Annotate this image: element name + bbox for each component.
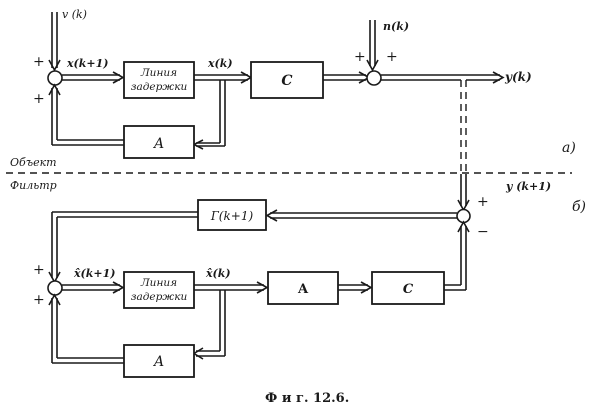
filter-C-label: C: [403, 282, 414, 297]
noise-n-arrow: [366, 20, 379, 72]
sum2-sign-left: +: [354, 49, 366, 65]
object-section: v (k) + + x(k+1) Линия задержки x(k) C: [10, 8, 576, 174]
sum2-sign-right: +: [386, 49, 398, 65]
input-v-arrow: [48, 12, 61, 72]
estimate-arrow: [194, 281, 269, 294]
object-delay-label-2: задержки: [131, 81, 188, 93]
gain-to-sum-path: [48, 211, 198, 284]
filter-section: Фильтр y (k+1) б) + − Г(k+1): [10, 174, 586, 378]
estimate-label: x̂(k): [205, 267, 231, 280]
filter-delay-label-1: Линия: [140, 277, 177, 289]
filter-A-feedback-block: [123, 344, 195, 378]
filter-feedback-path: [192, 290, 226, 360]
filter-section-label: Фильтр: [10, 179, 57, 192]
state-label: x(k): [207, 57, 233, 70]
sum1-sign-top: +: [33, 54, 45, 70]
object-delay-block: [123, 61, 195, 99]
object-delay-label-1: Линия: [140, 67, 177, 79]
filter-A-feedback-label: A: [152, 354, 164, 370]
error-sign-minus: −: [477, 224, 489, 240]
object-C-label: C: [281, 73, 292, 89]
gain-block-label: Г(k+1): [210, 209, 254, 223]
state-next-label: x(k+1): [66, 57, 108, 70]
object-A-block: [123, 125, 195, 159]
state-next-arrow: [62, 71, 125, 84]
measurement-arrow: [457, 174, 470, 212]
object-A-return-path: [48, 83, 124, 146]
noise-n-label: n(k): [383, 20, 409, 33]
object-summing-junction: [47, 70, 63, 86]
filter-A-forward-block: [267, 271, 339, 305]
filter-C-block: [371, 271, 445, 305]
filter-sum-sign-bottom: +: [33, 292, 45, 308]
C-to-error-path: [444, 220, 470, 291]
figure-caption: Ф и г. 12.6.: [265, 391, 349, 406]
part-b-label: б): [572, 199, 586, 215]
estimate-next-label: x̂(k+1): [73, 267, 115, 280]
output-y-arrow: [381, 71, 505, 84]
filter-sum-sign-top: +: [33, 262, 45, 278]
noise-summing-junction: [366, 70, 382, 86]
object-feedback-path: [192, 80, 226, 150]
gain-block: [197, 199, 267, 231]
C-output-arrow: [323, 71, 371, 84]
filter-summing-junction: [47, 280, 63, 296]
filter-delay-block: [123, 271, 195, 309]
A-to-C-arrow: [338, 281, 373, 294]
error-to-gain-arrow: [265, 209, 457, 222]
filter-A-return-path: [48, 293, 124, 364]
input-v-label: v (k): [62, 8, 87, 21]
output-y-label: y(k): [504, 70, 532, 84]
measurement-link: [460, 80, 467, 174]
part-a-label: а): [562, 140, 576, 156]
filter-delay-label-2: задержки: [131, 291, 188, 303]
filter-A-forward-label: A: [297, 282, 309, 297]
sum1-sign-bottom: +: [33, 91, 45, 107]
object-A-label: A: [152, 136, 164, 152]
measurement-label: y (k+1): [505, 180, 551, 193]
object-section-label: Объект: [10, 156, 57, 169]
state-arrow: [194, 71, 253, 84]
error-sign-plus: +: [477, 194, 489, 210]
estimate-next-arrow: [62, 281, 125, 294]
